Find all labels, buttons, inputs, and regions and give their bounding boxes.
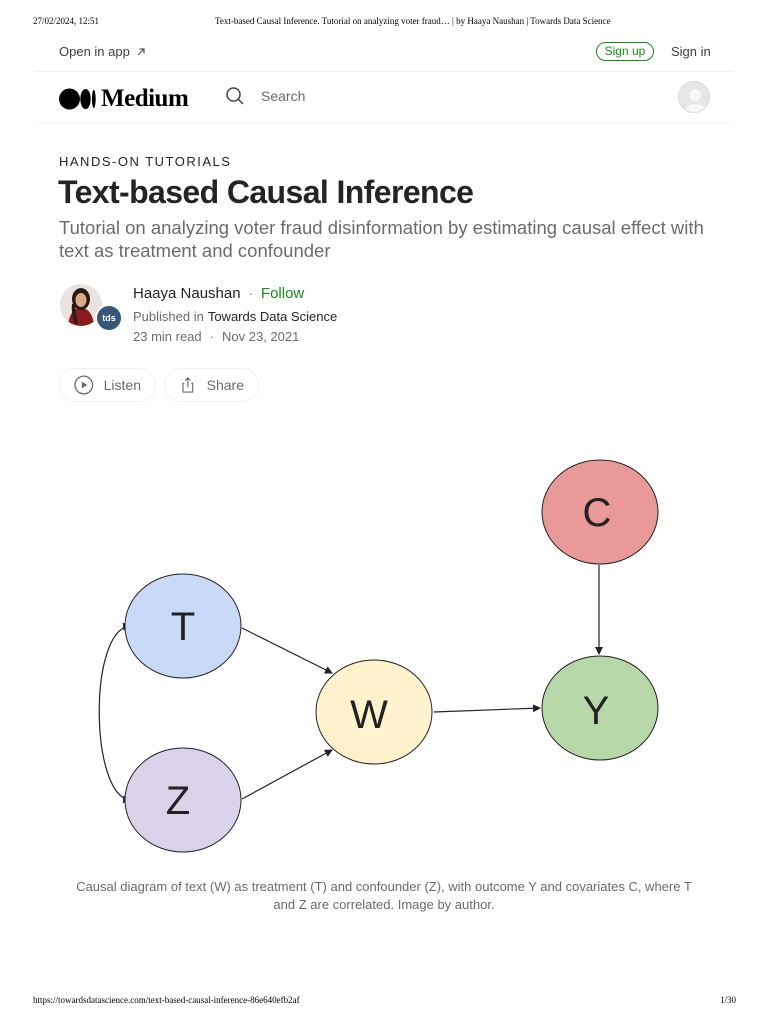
publication-link[interactable]: Towards Data Science: [207, 309, 338, 324]
article-kicker: HANDS-ON TUTORIALS: [59, 154, 232, 169]
node-t: T: [124, 573, 242, 679]
node-t-label: T: [171, 605, 195, 649]
nav-divider: [35, 122, 733, 123]
print-date: 27/02/2024, 12:51: [33, 16, 100, 26]
node-z-label: Z: [166, 779, 190, 823]
publication-badge[interactable]: tds: [95, 304, 123, 332]
node-y-circle: [541, 655, 659, 761]
read-time: 23 min read: [133, 329, 202, 344]
node-w-label: W: [350, 693, 388, 737]
node-c-label: C: [583, 491, 612, 535]
node-y-label: Y: [583, 689, 610, 733]
author-name[interactable]: Haaya Naushan: [133, 285, 241, 302]
separator-dot: ·: [248, 286, 253, 301]
sign-up-button[interactable]: Sign up: [596, 42, 654, 61]
follow-button[interactable]: Follow: [260, 285, 305, 302]
print-header: 27/02/2024, 12:51 Text-based Causal Infe…: [0, 16, 768, 30]
causal-diagram-figure: T Z W Y C: [60, 440, 708, 870]
share-label: Share: [206, 377, 244, 393]
edge-w-to-y: [433, 704, 541, 713]
node-z: Z: [124, 747, 242, 853]
publish-date: Nov 23, 2021: [222, 329, 300, 344]
article-subtitle: Tutorial on analyzing voter fraud disinf…: [59, 217, 704, 261]
figure-caption: Causal diagram of text (W) as treatment …: [76, 879, 692, 912]
causal-diagram: T Z W Y C: [98, 459, 659, 853]
nav-bar: Medium: [0, 72, 768, 122]
node-z-circle: [124, 747, 242, 853]
separator-dot: ·: [209, 329, 214, 344]
print-url: https://towardsdatascience.com/text-base…: [33, 995, 300, 1005]
node-c: C: [541, 459, 659, 565]
published-in-label: Published in: [133, 309, 204, 324]
node-c-circle: [541, 459, 659, 565]
listen-label: Listen: [103, 377, 141, 393]
play-icon: [74, 375, 94, 395]
print-footer: https://towardsdatascience.com/text-base…: [0, 995, 768, 1009]
edge-t-to-w: [241, 627, 333, 674]
node-y: Y: [541, 655, 659, 761]
share-button[interactable]: Share: [164, 368, 259, 402]
article-meta: 23 min read · Nov 23, 2021: [133, 329, 299, 344]
print-page-title: Text-based Causal Inference. Tutorial on…: [215, 16, 611, 26]
open-in-app-link[interactable]: Open in app: [59, 44, 146, 59]
medium-logo[interactable]: Medium: [59, 85, 189, 113]
medium-wordmark: Medium: [101, 85, 189, 112]
node-t-circle: [124, 573, 242, 679]
search-icon: [226, 87, 244, 105]
edge-t-z-correlation: [98, 622, 131, 804]
node-w: W: [315, 659, 433, 765]
top-divider: [35, 71, 733, 72]
author-line: Haaya Naushan · Follow: [133, 285, 304, 302]
print-page-number: 1/30: [719, 995, 736, 1005]
medium-logo-mark: [59, 88, 96, 110]
sign-in-link[interactable]: Sign in: [671, 44, 711, 59]
search-bar[interactable]: [225, 86, 423, 106]
edge-z-to-w: [241, 749, 333, 800]
top-bar: Open in app Sign up Sign in: [0, 40, 768, 64]
user-avatar-icon[interactable]: [678, 81, 710, 113]
listen-button[interactable]: Listen: [59, 368, 156, 402]
share-icon: [182, 377, 194, 393]
open-in-app-label: Open in app: [59, 44, 130, 59]
search-input[interactable]: [259, 87, 423, 105]
arrow-up-right-icon: [137, 47, 145, 55]
article-title: Text-based Causal Inference: [58, 174, 474, 210]
node-w-circle: [315, 659, 433, 765]
